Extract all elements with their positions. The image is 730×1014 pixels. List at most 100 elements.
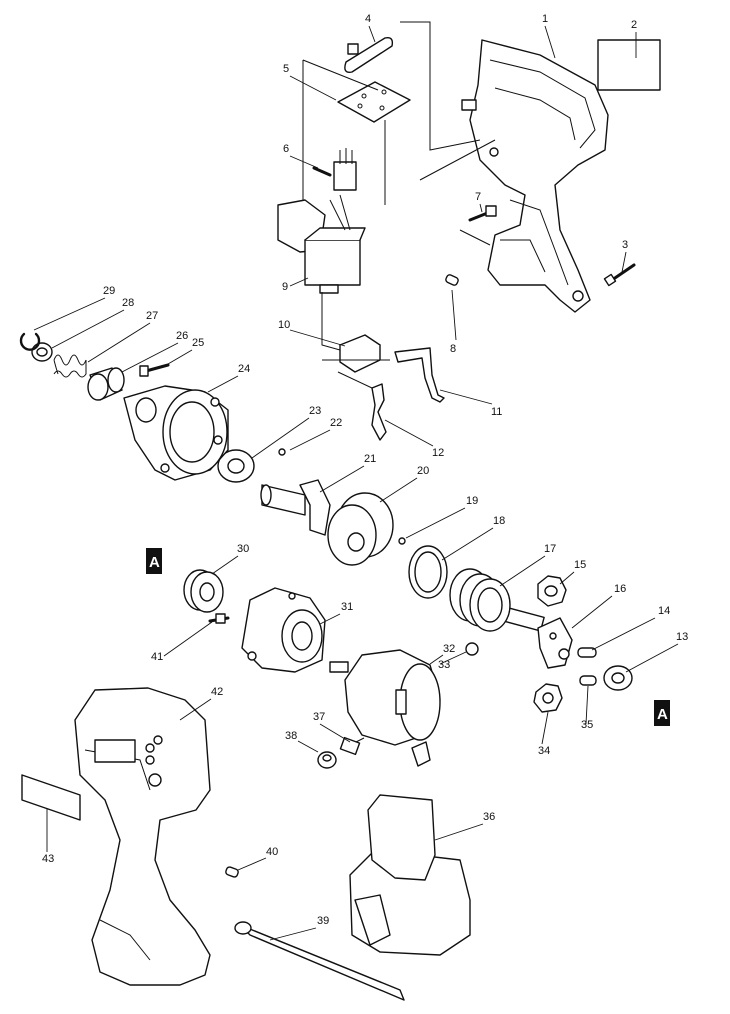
part-housing-half — [461, 39, 609, 313]
callout-4: 4 — [365, 13, 371, 25]
callout-29: 29 — [103, 285, 115, 297]
reference-marker-a-right: A — [654, 700, 670, 726]
part-screw-6 — [312, 148, 357, 191]
callout-6: 6 — [283, 143, 289, 155]
leader-line-15 — [559, 571, 575, 585]
part-washer-23 — [217, 449, 255, 483]
leader-line-24 — [207, 375, 239, 393]
leader-line-20 — [379, 477, 418, 503]
callout-37: 37 — [313, 711, 325, 723]
assembly-guide-lines — [302, 21, 496, 389]
callout-32: 32 — [443, 643, 455, 655]
leader-line-33 — [439, 651, 467, 665]
callout-16: 16 — [614, 583, 626, 595]
part-pin-35 — [579, 675, 597, 686]
part-battery-36 — [349, 794, 471, 956]
part-spring-plate-12 — [371, 383, 387, 441]
callout-23: 23 — [309, 405, 321, 417]
leader-line-30 — [211, 555, 239, 575]
callout-1: 1 — [542, 13, 548, 25]
callout-31: 31 — [341, 601, 353, 613]
part-ball-33 — [465, 642, 479, 656]
callout-36: 36 — [483, 811, 495, 823]
callout-10: 10 — [278, 319, 290, 331]
leader-line-8 — [451, 289, 457, 341]
leader-line-11 — [439, 389, 493, 405]
leader-line-21 — [319, 465, 365, 493]
part-housing-42 — [74, 687, 211, 986]
part-screw-25 — [139, 363, 170, 377]
leader-line-4 — [368, 25, 376, 43]
callout-17: 17 — [544, 543, 556, 555]
callout-40: 40 — [266, 846, 278, 858]
leader-line-27 — [87, 322, 151, 363]
part-gear-15 — [537, 575, 567, 607]
callout-38: 38 — [285, 730, 297, 742]
leader-line-6 — [289, 155, 319, 169]
part-rod-4 — [344, 36, 394, 73]
part-gear-housing-31 — [241, 587, 326, 673]
leader-line-23 — [251, 417, 310, 459]
part-label-plate — [597, 39, 661, 91]
callout-42: 42 — [211, 686, 223, 698]
callout-15: 15 — [574, 559, 586, 571]
reference-marker-a-left: A — [146, 548, 162, 574]
leader-line-37 — [319, 723, 351, 743]
leader-line-34 — [541, 711, 549, 745]
callout-19: 19 — [466, 495, 478, 507]
leader-line-29 — [33, 297, 106, 331]
part-screw-7 — [468, 205, 497, 222]
part-screw-41 — [208, 613, 230, 624]
part-pin-14 — [577, 647, 597, 658]
part-spring-27 — [53, 354, 87, 378]
part-pin-40 — [225, 866, 239, 878]
callout-34: 34 — [538, 745, 550, 757]
callout-41: 41 — [151, 651, 163, 663]
callout-21: 21 — [364, 453, 376, 465]
leader-line-25 — [167, 349, 193, 365]
callout-5: 5 — [283, 63, 289, 75]
leader-line-38 — [297, 740, 319, 753]
leader-line-14 — [591, 617, 656, 651]
part-ball-22 — [278, 448, 286, 456]
part-ball-19 — [398, 537, 406, 545]
leader-line-41 — [163, 621, 213, 657]
callout-28: 28 — [122, 297, 134, 309]
callout-25: 25 — [192, 337, 204, 349]
leader-line-31 — [319, 613, 341, 625]
leader-line-3 — [621, 251, 627, 273]
leader-line-5 — [289, 75, 337, 101]
callout-14: 14 — [658, 605, 670, 617]
part-ring-28 — [31, 342, 53, 362]
leader-line-18 — [441, 527, 494, 561]
leader-line-36 — [434, 823, 484, 841]
part-hammer-case-24 — [123, 385, 229, 481]
leader-line-32 — [429, 654, 444, 665]
part-o-ring-18 — [408, 545, 448, 599]
part-anvil-21 — [260, 479, 331, 536]
part-switch-9 — [277, 194, 366, 294]
part-retaining-ring-29 — [19, 332, 41, 351]
callout-26: 26 — [176, 330, 188, 342]
leader-line-39 — [269, 927, 317, 941]
callout-24: 24 — [238, 363, 250, 375]
callout-27: 27 — [146, 310, 158, 322]
leader-line-1 — [544, 25, 556, 59]
leader-line-10 — [289, 329, 346, 347]
part-holder-10 — [339, 334, 381, 373]
part-sleeve-26 — [87, 367, 125, 401]
callout-39: 39 — [317, 915, 329, 927]
leader-line-12 — [384, 419, 434, 447]
leader-line-19 — [405, 507, 466, 539]
callout-35: 35 — [581, 719, 593, 731]
part-spindle-16 — [501, 606, 573, 669]
callout-13: 13 — [676, 631, 688, 643]
part-label-43 — [21, 774, 81, 821]
callout-33: 33 — [438, 659, 450, 671]
leader-line-7 — [479, 203, 483, 213]
leader-line-28 — [51, 309, 125, 349]
part-washer-13 — [603, 665, 633, 691]
leader-line-40 — [237, 857, 267, 871]
callout-8: 8 — [450, 343, 456, 355]
